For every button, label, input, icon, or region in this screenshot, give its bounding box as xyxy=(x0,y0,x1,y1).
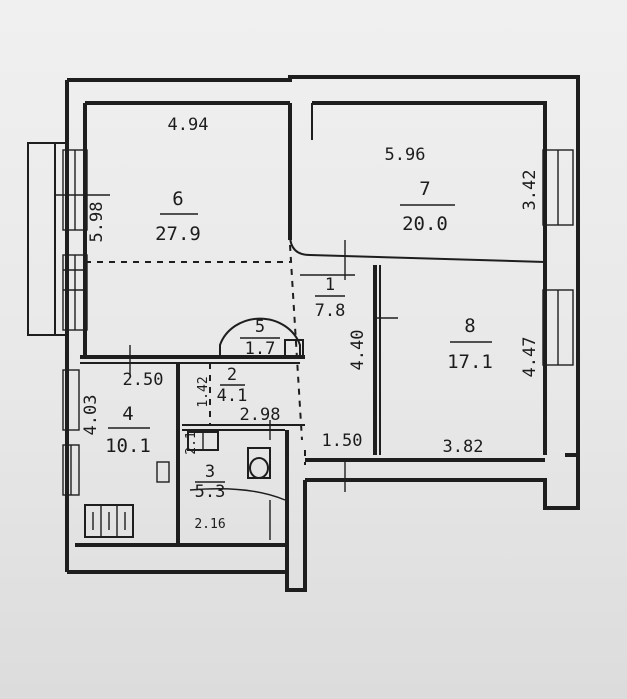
room-number-1: 1 xyxy=(325,275,335,295)
dim-room7-width: 5.96 xyxy=(385,145,426,165)
room-number-4: 4 xyxy=(122,403,133,425)
dim-room4-height: 4.03 xyxy=(81,395,101,436)
dim-corridor-width: 1.50 xyxy=(322,431,363,451)
dimension-marks xyxy=(55,194,398,492)
room-labels: 6 27.9 7 20.0 8 17.1 1 7.8 5 1.7 2 4.1 3… xyxy=(105,178,493,502)
dim-room2-height: 1.42 xyxy=(196,376,211,407)
dim-room8-width: 3.82 xyxy=(443,437,484,457)
room-area-6: 27.9 xyxy=(155,223,201,245)
bathroom-fixtures xyxy=(187,431,286,540)
room-number-7: 7 xyxy=(419,178,430,200)
outer-walls xyxy=(65,75,580,592)
dim-room6-width: 4.94 xyxy=(168,115,209,135)
dimension-labels: 4.94 5.98 5.96 3.42 4.47 3.82 4.40 1.50 … xyxy=(81,115,540,532)
interior-walls xyxy=(80,103,546,545)
room-area-1: 7.8 xyxy=(315,301,346,321)
room-area-2: 4.1 xyxy=(217,386,248,406)
room-number-8: 8 xyxy=(464,315,475,337)
dim-room3-small: 2.1 xyxy=(184,431,199,454)
dim-corridor-length: 4.40 xyxy=(348,330,368,371)
dim-room8-height: 4.47 xyxy=(520,337,540,378)
room-number-5: 5 xyxy=(255,317,265,337)
balcony xyxy=(27,142,67,336)
kitchen-stove xyxy=(84,461,170,538)
dim-room2-width: 2.98 xyxy=(240,405,281,425)
dim-room6-height: 5.98 xyxy=(87,202,107,243)
room-number-2: 2 xyxy=(227,365,237,385)
windows xyxy=(62,149,574,496)
closet xyxy=(219,317,304,358)
room-area-7: 20.0 xyxy=(402,213,448,235)
dim-room3-bottom: 2.16 xyxy=(194,517,225,532)
dim-room7-height: 3.42 xyxy=(520,170,540,211)
dim-room4-width: 2.50 xyxy=(123,370,164,390)
room-area-5: 1.7 xyxy=(245,339,276,359)
room-number-3: 3 xyxy=(205,462,215,482)
room-number-6: 6 xyxy=(172,188,183,210)
room-area-8: 17.1 xyxy=(447,351,493,373)
room-area-4: 10.1 xyxy=(105,435,151,457)
room-area-3: 5.3 xyxy=(195,482,226,502)
